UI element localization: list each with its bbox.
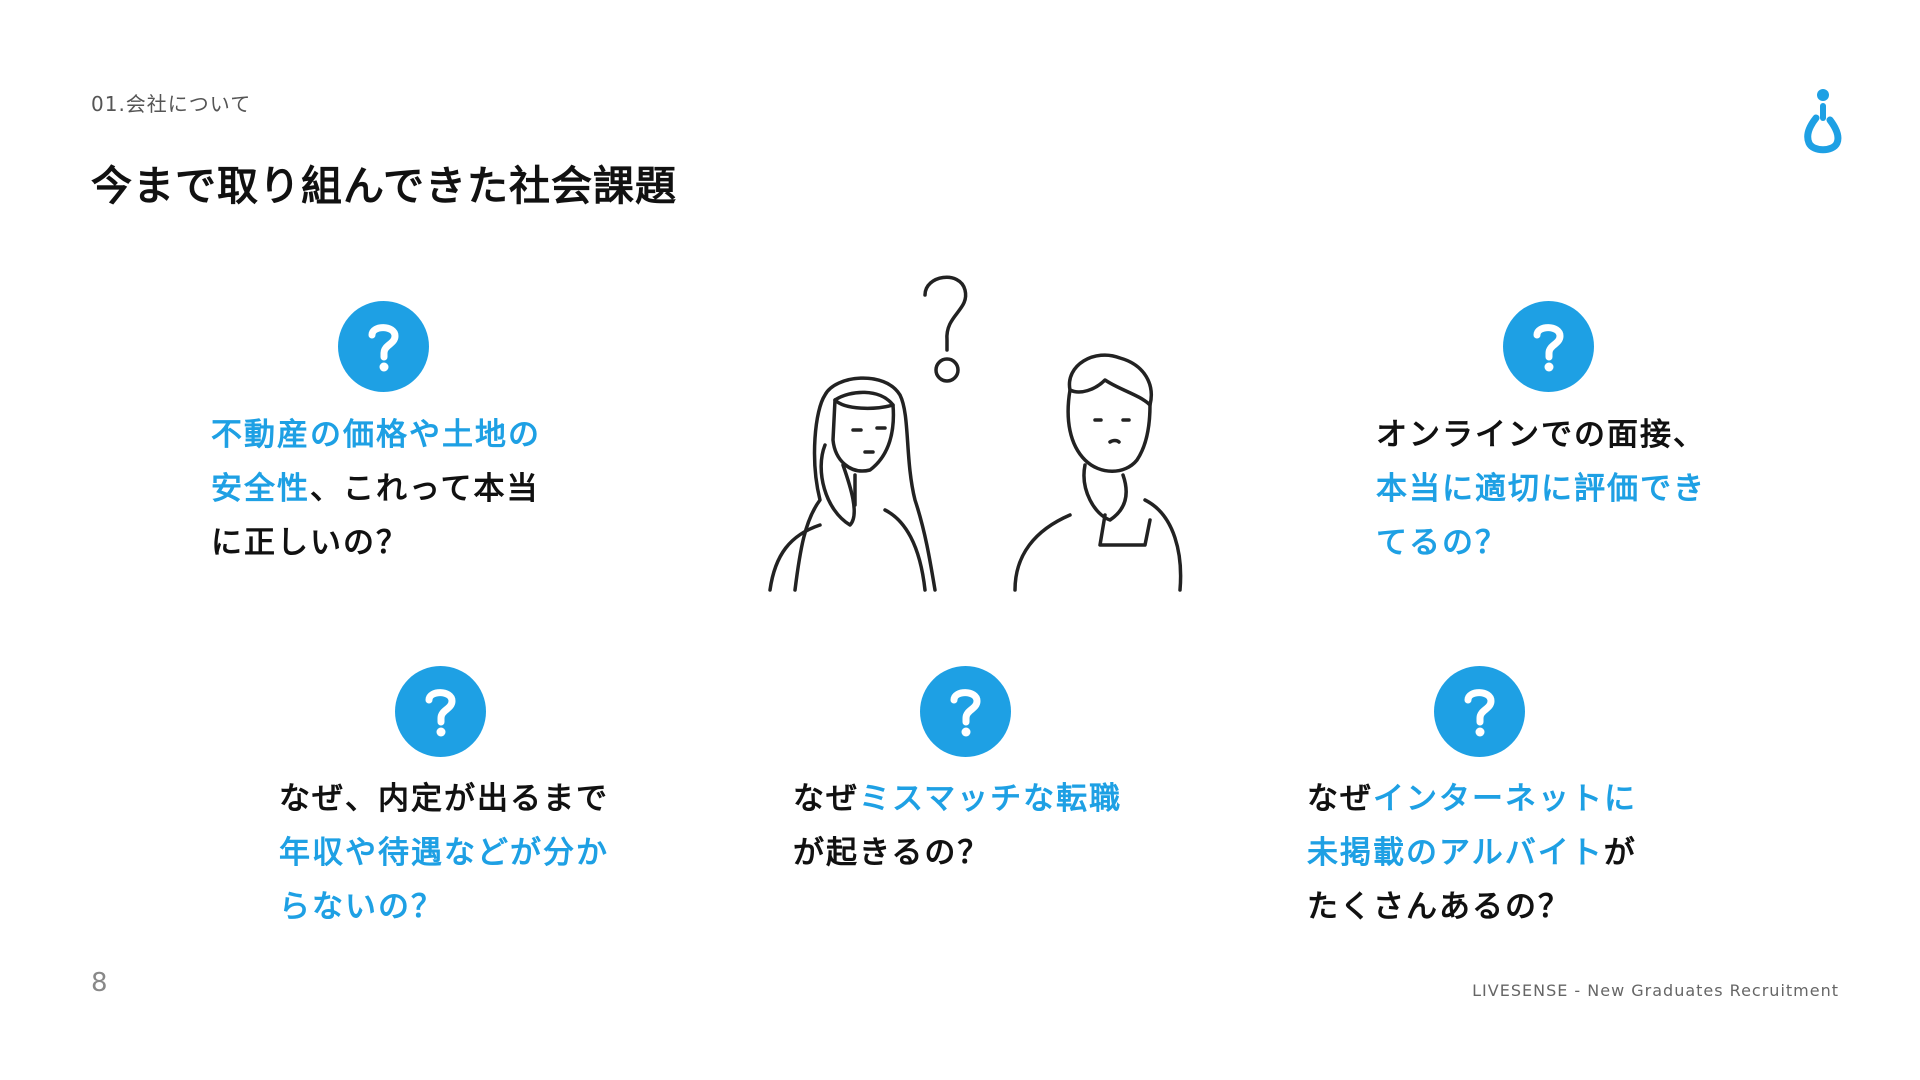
highlighted-text: 年収や待遇などが分か <box>279 835 609 871</box>
question-line: 未掲載のアルバイトが <box>1307 826 1637 880</box>
highlighted-text: 未掲載のアルバイト <box>1307 835 1604 871</box>
livesense-drop-logo-icon <box>1804 89 1842 154</box>
confused-people-illustration <box>768 275 1183 592</box>
highlighted-text: らないの？ <box>279 889 444 925</box>
question-text-2: オンラインでの面接、本当に適切に評価できてるの？ <box>1376 408 1706 570</box>
question-circle-icon <box>338 301 429 392</box>
page-number: 8 <box>91 968 108 998</box>
question-circle-icon <box>1503 301 1594 392</box>
question-text-5: なぜインターネットに未掲載のアルバイトがたくさんあるの？ <box>1307 772 1637 934</box>
question-line: てるの？ <box>1376 516 1706 570</box>
question-text-4: なぜミスマッチな転職が起きるの？ <box>793 772 1122 880</box>
highlighted-text: 不動産の価格や土地の <box>211 417 541 453</box>
question-line: 安全性、これって本当 <box>211 462 541 516</box>
question-line: なぜインターネットに <box>1307 772 1637 826</box>
question-circle-icon <box>920 666 1011 757</box>
question-line: なぜ、内定が出るまで <box>279 772 609 826</box>
question-line: 年収や待遇などが分か <box>279 826 609 880</box>
footer-company-text: LIVESENSE - New Graduates Recruitment <box>1472 981 1839 1000</box>
question-text-segment: たくさんあるの？ <box>1307 889 1571 925</box>
question-text-segment: なぜ、内定が出るまで <box>279 781 609 817</box>
question-text-1: 不動産の価格や土地の安全性、これって本当に正しいの？ <box>211 408 541 570</box>
question-text-segment: なぜ <box>793 781 859 817</box>
question-line: 本当に適切に評価でき <box>1376 462 1706 516</box>
question-line: らないの？ <box>279 880 609 934</box>
highlighted-text: インターネットに <box>1373 781 1637 817</box>
highlighted-text: てるの？ <box>1376 525 1508 561</box>
question-circle-icon <box>395 666 486 757</box>
highlighted-text: 本当に適切に評価でき <box>1376 471 1706 507</box>
question-circle-icon <box>1434 666 1525 757</box>
question-line: オンラインでの面接、 <box>1376 408 1706 462</box>
question-text-segment: オンラインでの面接、 <box>1376 417 1706 453</box>
section-label: 01.会社について <box>91 92 252 116</box>
highlighted-text: 安全性 <box>211 471 310 507</box>
question-text-3: なぜ、内定が出るまで年収や待遇などが分からないの？ <box>279 772 609 934</box>
question-line: なぜミスマッチな転職 <box>793 772 1122 826</box>
question-text-segment: が <box>1603 835 1637 871</box>
question-text-segment: が起きるの？ <box>793 835 991 871</box>
question-text-segment: なぜ <box>1307 781 1373 817</box>
highlighted-text: ミスマッチな転職 <box>859 781 1123 817</box>
question-line: が起きるの？ <box>793 826 1122 880</box>
question-text-segment: に正しいの？ <box>211 525 409 561</box>
question-text-segment: 、これって本当 <box>310 471 540 507</box>
question-line: に正しいの？ <box>211 516 541 570</box>
page-title: 今まで取り組んできた社会課題 <box>91 162 677 210</box>
question-line: たくさんあるの？ <box>1307 880 1637 934</box>
question-line: 不動産の価格や土地の <box>211 408 541 462</box>
